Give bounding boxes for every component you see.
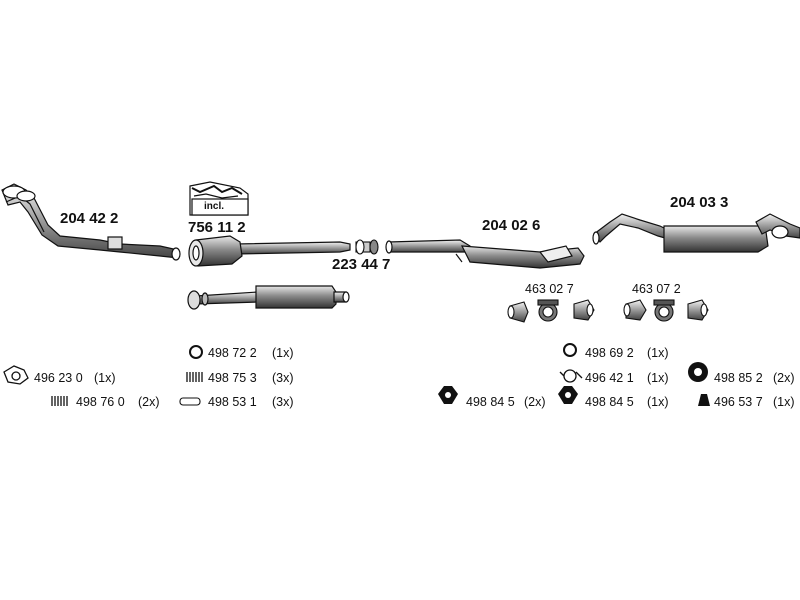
- bolt-1-num: 498 53 1: [208, 395, 257, 409]
- clamp-set-2-label: 463 07 2: [632, 282, 681, 296]
- front-pipe-part[interactable]: [1, 183, 181, 261]
- ring-2-qty: (1x): [647, 346, 669, 360]
- ring-icon-2: [563, 343, 577, 357]
- catalyst-kit-box[interactable]: [189, 181, 249, 216]
- front-pipe-label: 204 42 2: [60, 210, 119, 227]
- ring-1-qty: (1x): [272, 346, 294, 360]
- mount-num: 496 53 7: [714, 395, 763, 409]
- spring-1-qty: (3x): [272, 371, 294, 385]
- ring-1-num: 498 72 2: [208, 346, 257, 360]
- spring-1-num: 498 75 3: [208, 371, 257, 385]
- hanger-1-num: 498 84 5: [466, 395, 515, 409]
- gasket-icon: [3, 365, 29, 385]
- clamp-set-1-label: 463 02 7: [525, 282, 574, 296]
- middle-silencer-part[interactable]: [385, 239, 585, 269]
- clamp-small-num: 496 42 1: [585, 371, 634, 385]
- ring-icon: [189, 345, 203, 359]
- spring-2-qty: (2x): [138, 395, 160, 409]
- mount-icon: [698, 394, 710, 406]
- bolt-1-qty: (3x): [272, 395, 294, 409]
- spring-icon: [186, 372, 203, 382]
- center-clamp-label: 223 44 7: [332, 256, 391, 273]
- hanger-icon-2: [558, 386, 578, 404]
- hanger-2-qty: (1x): [647, 395, 669, 409]
- mount-qty: (1x): [773, 395, 795, 409]
- spring-2-num: 498 76 0: [76, 395, 125, 409]
- bolt-icon: [179, 397, 201, 406]
- rubber-ring-icon: [688, 362, 708, 382]
- rear-silencer-label: 204 03 3: [670, 194, 729, 211]
- rubber-ring-num: 498 85 2: [714, 371, 763, 385]
- center-clamp-part[interactable]: [355, 239, 379, 255]
- hanger-icon: [438, 386, 458, 404]
- gasket-1-num: 496 23 0: [34, 371, 83, 385]
- catalyst-part[interactable]: [188, 235, 351, 267]
- rubber-ring-qty: (2x): [773, 371, 795, 385]
- ring-2-num: 498 69 2: [585, 346, 634, 360]
- hanger-2-num: 498 84 5: [585, 395, 634, 409]
- incl-label: incl.: [204, 201, 225, 212]
- catalyst-label: 756 11 2: [188, 219, 246, 236]
- gasket-1-qty: (1x): [94, 371, 116, 385]
- hanger-1-qty: (2x): [524, 395, 546, 409]
- small-clamp-icon: [559, 369, 583, 383]
- rear-silencer-part[interactable]: [592, 213, 800, 253]
- front-silencer-part[interactable]: [187, 285, 350, 310]
- spring-icon-2: [51, 396, 68, 406]
- middle-silencer-label: 204 02 6: [482, 217, 541, 234]
- clamp-set-1-part[interactable]: [507, 299, 595, 323]
- clamp-set-2-part[interactable]: [623, 299, 709, 322]
- clamp-small-qty: (1x): [647, 371, 669, 385]
